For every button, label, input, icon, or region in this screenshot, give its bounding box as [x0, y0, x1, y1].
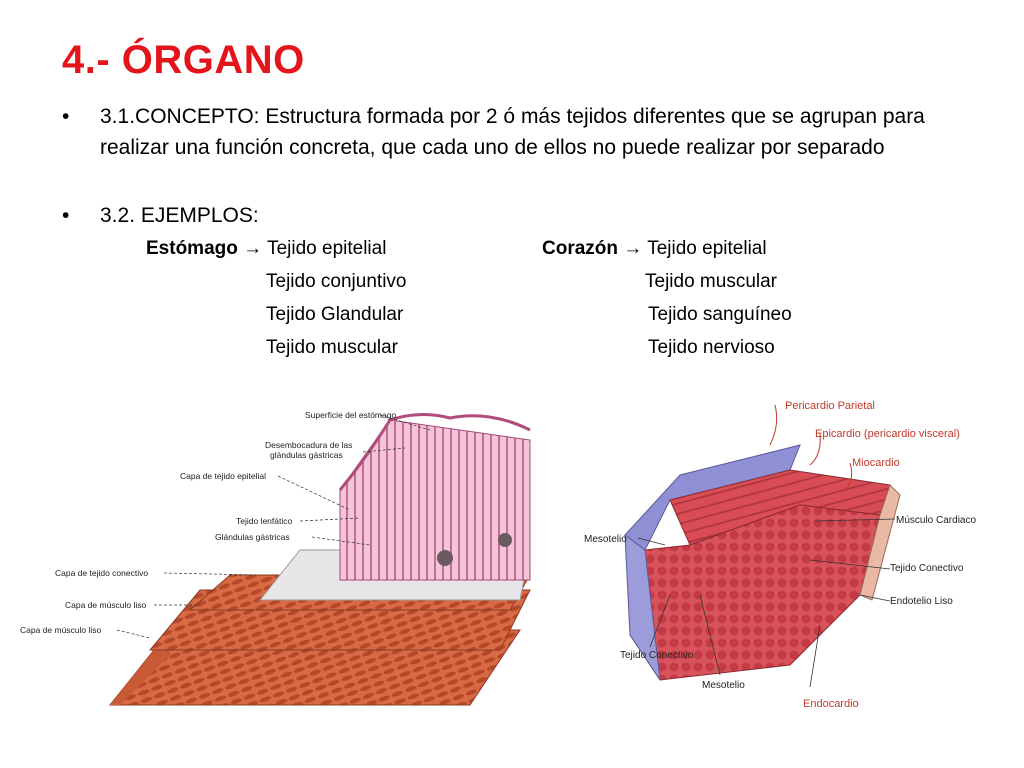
heart-wall-illustration: Pericardio Parietal Epicardio (pericardi…	[584, 400, 976, 710]
heart-label: Músculo Cardiaco	[896, 515, 976, 526]
heart-label: Endocardio	[803, 698, 859, 710]
bullet-marker: •	[62, 204, 70, 227]
stomach-label: Glándulas gástricas	[215, 532, 290, 542]
heart-label: Tejido Conectivo	[620, 650, 694, 661]
arrow-icon: →	[243, 238, 263, 259]
stomach-label: Capa de tejido epitelial	[180, 471, 266, 481]
heart-label: Epicardio (pericardio visceral)	[815, 428, 960, 440]
heart-label: Endotelio Liso	[890, 596, 953, 607]
heart-label: Mesotelio	[702, 680, 745, 691]
stomach-label: Capa de tejido conectivo	[55, 568, 148, 578]
heart-label: Mesotelio	[584, 534, 627, 545]
stomach-label: Tejido lenfático	[236, 516, 293, 526]
heart-tissue: Tejido nervioso	[648, 337, 775, 358]
stomach-label: glándulas gástricas	[270, 450, 343, 460]
stomach-tissue: Tejido muscular	[266, 337, 398, 358]
stomach-tissue: Tejido conjuntivo	[266, 271, 407, 292]
stomach-wall-illustration: Superficie del estómago Desembocadura de…	[20, 410, 531, 706]
slide-title: 4.- ÓRGANO	[62, 38, 305, 82]
organ-heart: Corazón	[542, 238, 618, 259]
bullet-text: 3.2. EJEMPLOS:	[100, 204, 259, 227]
heart-label: Miocardio	[852, 457, 900, 469]
stomach-label: Desembocadura de las	[265, 440, 352, 450]
bullet-concepto: • 3.1.CONCEPTO: Estructura formada por 2…	[62, 101, 962, 197]
example-stomach-heading: Estómago → Tejido epitelial	[146, 237, 386, 261]
heart-tissue: Tejido epitelial	[647, 238, 767, 259]
bullet-marker: •	[62, 105, 70, 128]
bullet-text: 3.1.CONCEPTO: Estructura formada por 2 ó…	[100, 105, 925, 159]
organ-stomach: Estómago	[146, 238, 238, 259]
stomach-label: Capa de músculo liso	[20, 625, 102, 635]
stomach-tissue: Tejido epitelial	[267, 238, 387, 259]
example-heart-heading: Corazón → Tejido epitelial	[542, 237, 767, 261]
arrow-icon: →	[623, 238, 643, 259]
heart-label: Tejido Conectivo	[890, 563, 964, 574]
heart-tissue: Tejido muscular	[645, 271, 777, 292]
heart-tissue: Tejido sanguíneo	[648, 304, 792, 325]
heart-label: Pericardio Parietal	[785, 400, 875, 412]
stomach-label: Capa de músculo liso	[65, 600, 147, 610]
bullet-ejemplos: • 3.2. EJEMPLOS:	[62, 200, 962, 232]
stomach-tissue: Tejido Glandular	[266, 304, 404, 325]
stomach-label: Superficie del estómago	[305, 410, 396, 420]
